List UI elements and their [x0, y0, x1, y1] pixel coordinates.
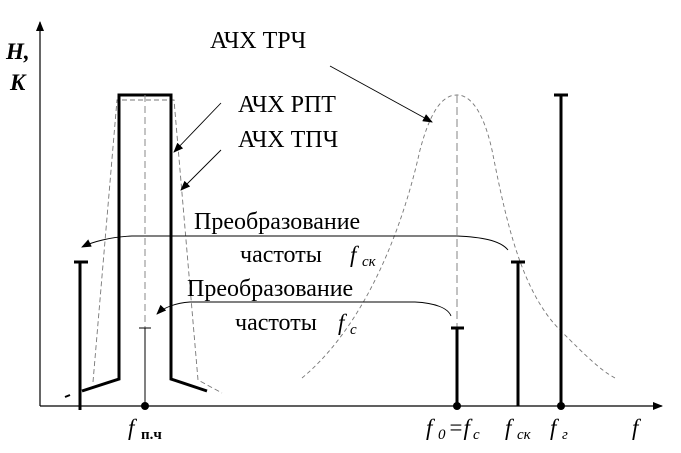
- fg-label: f: [550, 415, 560, 440]
- fpch-label: f: [128, 415, 138, 440]
- fc-label-sub: c: [473, 427, 480, 443]
- f0-dot: [453, 402, 461, 410]
- conversion-c-line2: частоты: [235, 310, 317, 336]
- fpch-dot: [141, 402, 149, 410]
- conversion-sk-freq: f: [350, 242, 360, 267]
- conversion-sk-line1: Преобразование: [194, 209, 360, 235]
- fpch-label-sub: п.ч: [141, 427, 162, 443]
- conversion-c-arrow: [156, 301, 415, 315]
- tpch-response-curve: [92, 99, 223, 394]
- conversion-c-freq-sub: с: [350, 322, 357, 338]
- x-axis-label: f: [632, 415, 642, 440]
- y-axis-label-k: K: [9, 70, 27, 95]
- conversion-sk-freq-sub: ск: [362, 254, 377, 270]
- y-axis-label-h: H,: [5, 39, 30, 64]
- f0-label-sub: 0: [438, 427, 446, 443]
- conversion-sk-arrow: [81, 235, 457, 248]
- fsk-label-sub: ск: [517, 427, 532, 443]
- tpch-arrow: [180, 149, 222, 191]
- trch-label: АЧХ ТРЧ: [210, 28, 306, 54]
- fg-dot: [557, 402, 565, 410]
- rpt-tail-mark: [64, 394, 71, 398]
- rpt-arrow: [173, 102, 222, 153]
- fc-label: =f: [448, 415, 474, 440]
- conversion-sk-arc: [456, 235, 509, 251]
- conversion-sk-line2: частоты: [240, 242, 322, 268]
- rpt-label: АЧХ РПТ: [238, 92, 336, 118]
- conversion-c-line1: Преобразование: [187, 276, 353, 302]
- f0-label: f: [426, 415, 436, 440]
- fsk-label: f: [505, 415, 515, 440]
- conversion-c-freq: f: [338, 310, 348, 335]
- conversion-c-arc: [414, 301, 452, 317]
- trch-arrow: [329, 65, 433, 123]
- tpch-label: АЧХ ТПЧ: [238, 127, 338, 153]
- fg-label-sub: г: [562, 427, 568, 443]
